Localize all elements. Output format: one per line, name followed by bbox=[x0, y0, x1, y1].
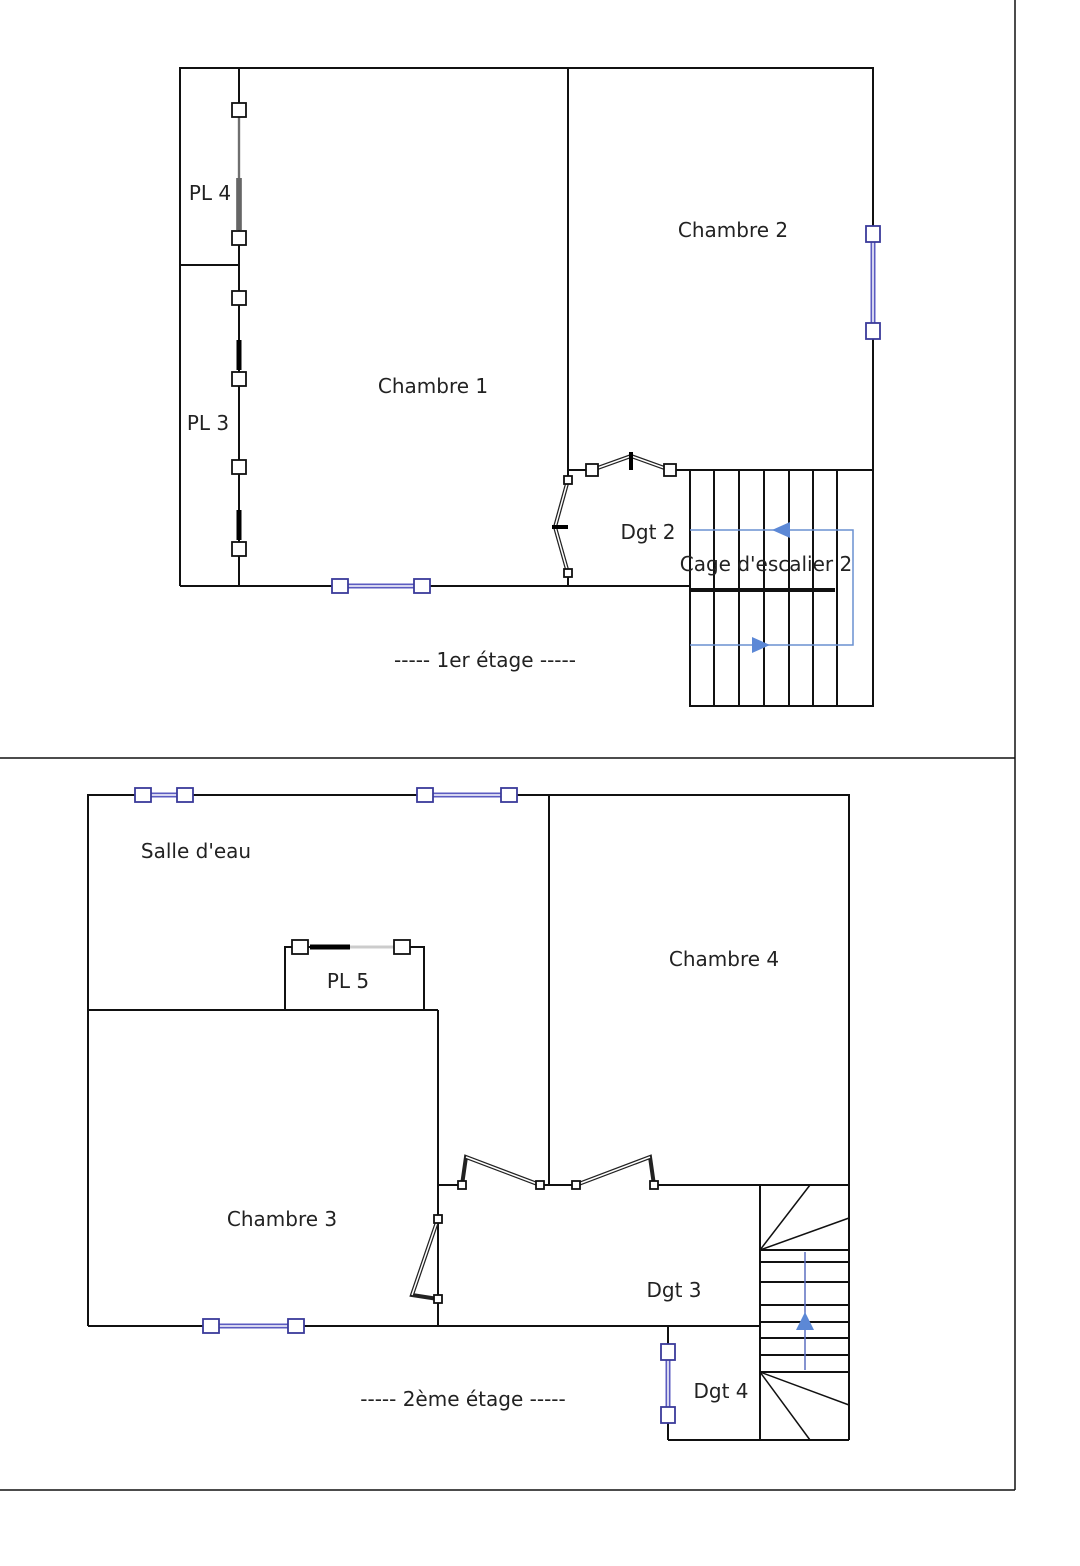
room-label-chambre-3: Chambre 3 bbox=[227, 1207, 337, 1231]
room-label-chambre-1: Chambre 1 bbox=[378, 374, 488, 398]
staircase-2 bbox=[759, 1184, 850, 1441]
room-label-dgt-4: Dgt 4 bbox=[693, 1379, 748, 1403]
floor-1-doors bbox=[552, 452, 677, 578]
room-label-dgt-3: Dgt 3 bbox=[646, 1278, 701, 1302]
floor-2-doors bbox=[409, 1154, 659, 1304]
room-label-pl5: PL 5 bbox=[327, 969, 369, 993]
room-label-chambre-2: Chambre 2 bbox=[678, 218, 788, 242]
room-label-cage-escalier-2: Cage d'escalier 2 bbox=[680, 552, 852, 576]
floor-1-plan: PL 4 PL 3 Chambre 1 Chambre 2 Dgt 2 Cage… bbox=[179, 67, 881, 707]
floor-2-windows bbox=[134, 787, 676, 1424]
stair-arrow-up-icon bbox=[796, 1312, 814, 1330]
room-label-dgt-2: Dgt 2 bbox=[620, 520, 675, 544]
stair-arrow-left-icon bbox=[772, 522, 790, 538]
floor-1-walls bbox=[179, 67, 874, 587]
staircase-1 bbox=[689, 469, 874, 707]
page-frame bbox=[0, 0, 1016, 1491]
room-label-pl3: PL 3 bbox=[187, 411, 229, 435]
room-label-salle-d-eau: Salle d'eau bbox=[141, 839, 251, 863]
floor-2-title: ----- 2ème étage ----- bbox=[360, 1387, 565, 1411]
room-label-pl4: PL 4 bbox=[189, 181, 231, 205]
stair-arrow-right-icon bbox=[752, 637, 770, 653]
floor-2-walls bbox=[87, 794, 850, 1441]
room-label-chambre-4: Chambre 4 bbox=[669, 947, 779, 971]
floor-1-title: ----- 1er étage ----- bbox=[394, 648, 576, 672]
floor-1-windows bbox=[231, 102, 881, 594]
floor-2-plan: Salle d'eau PL 5 Chambre 4 Chambre 3 Dgt… bbox=[87, 787, 850, 1441]
